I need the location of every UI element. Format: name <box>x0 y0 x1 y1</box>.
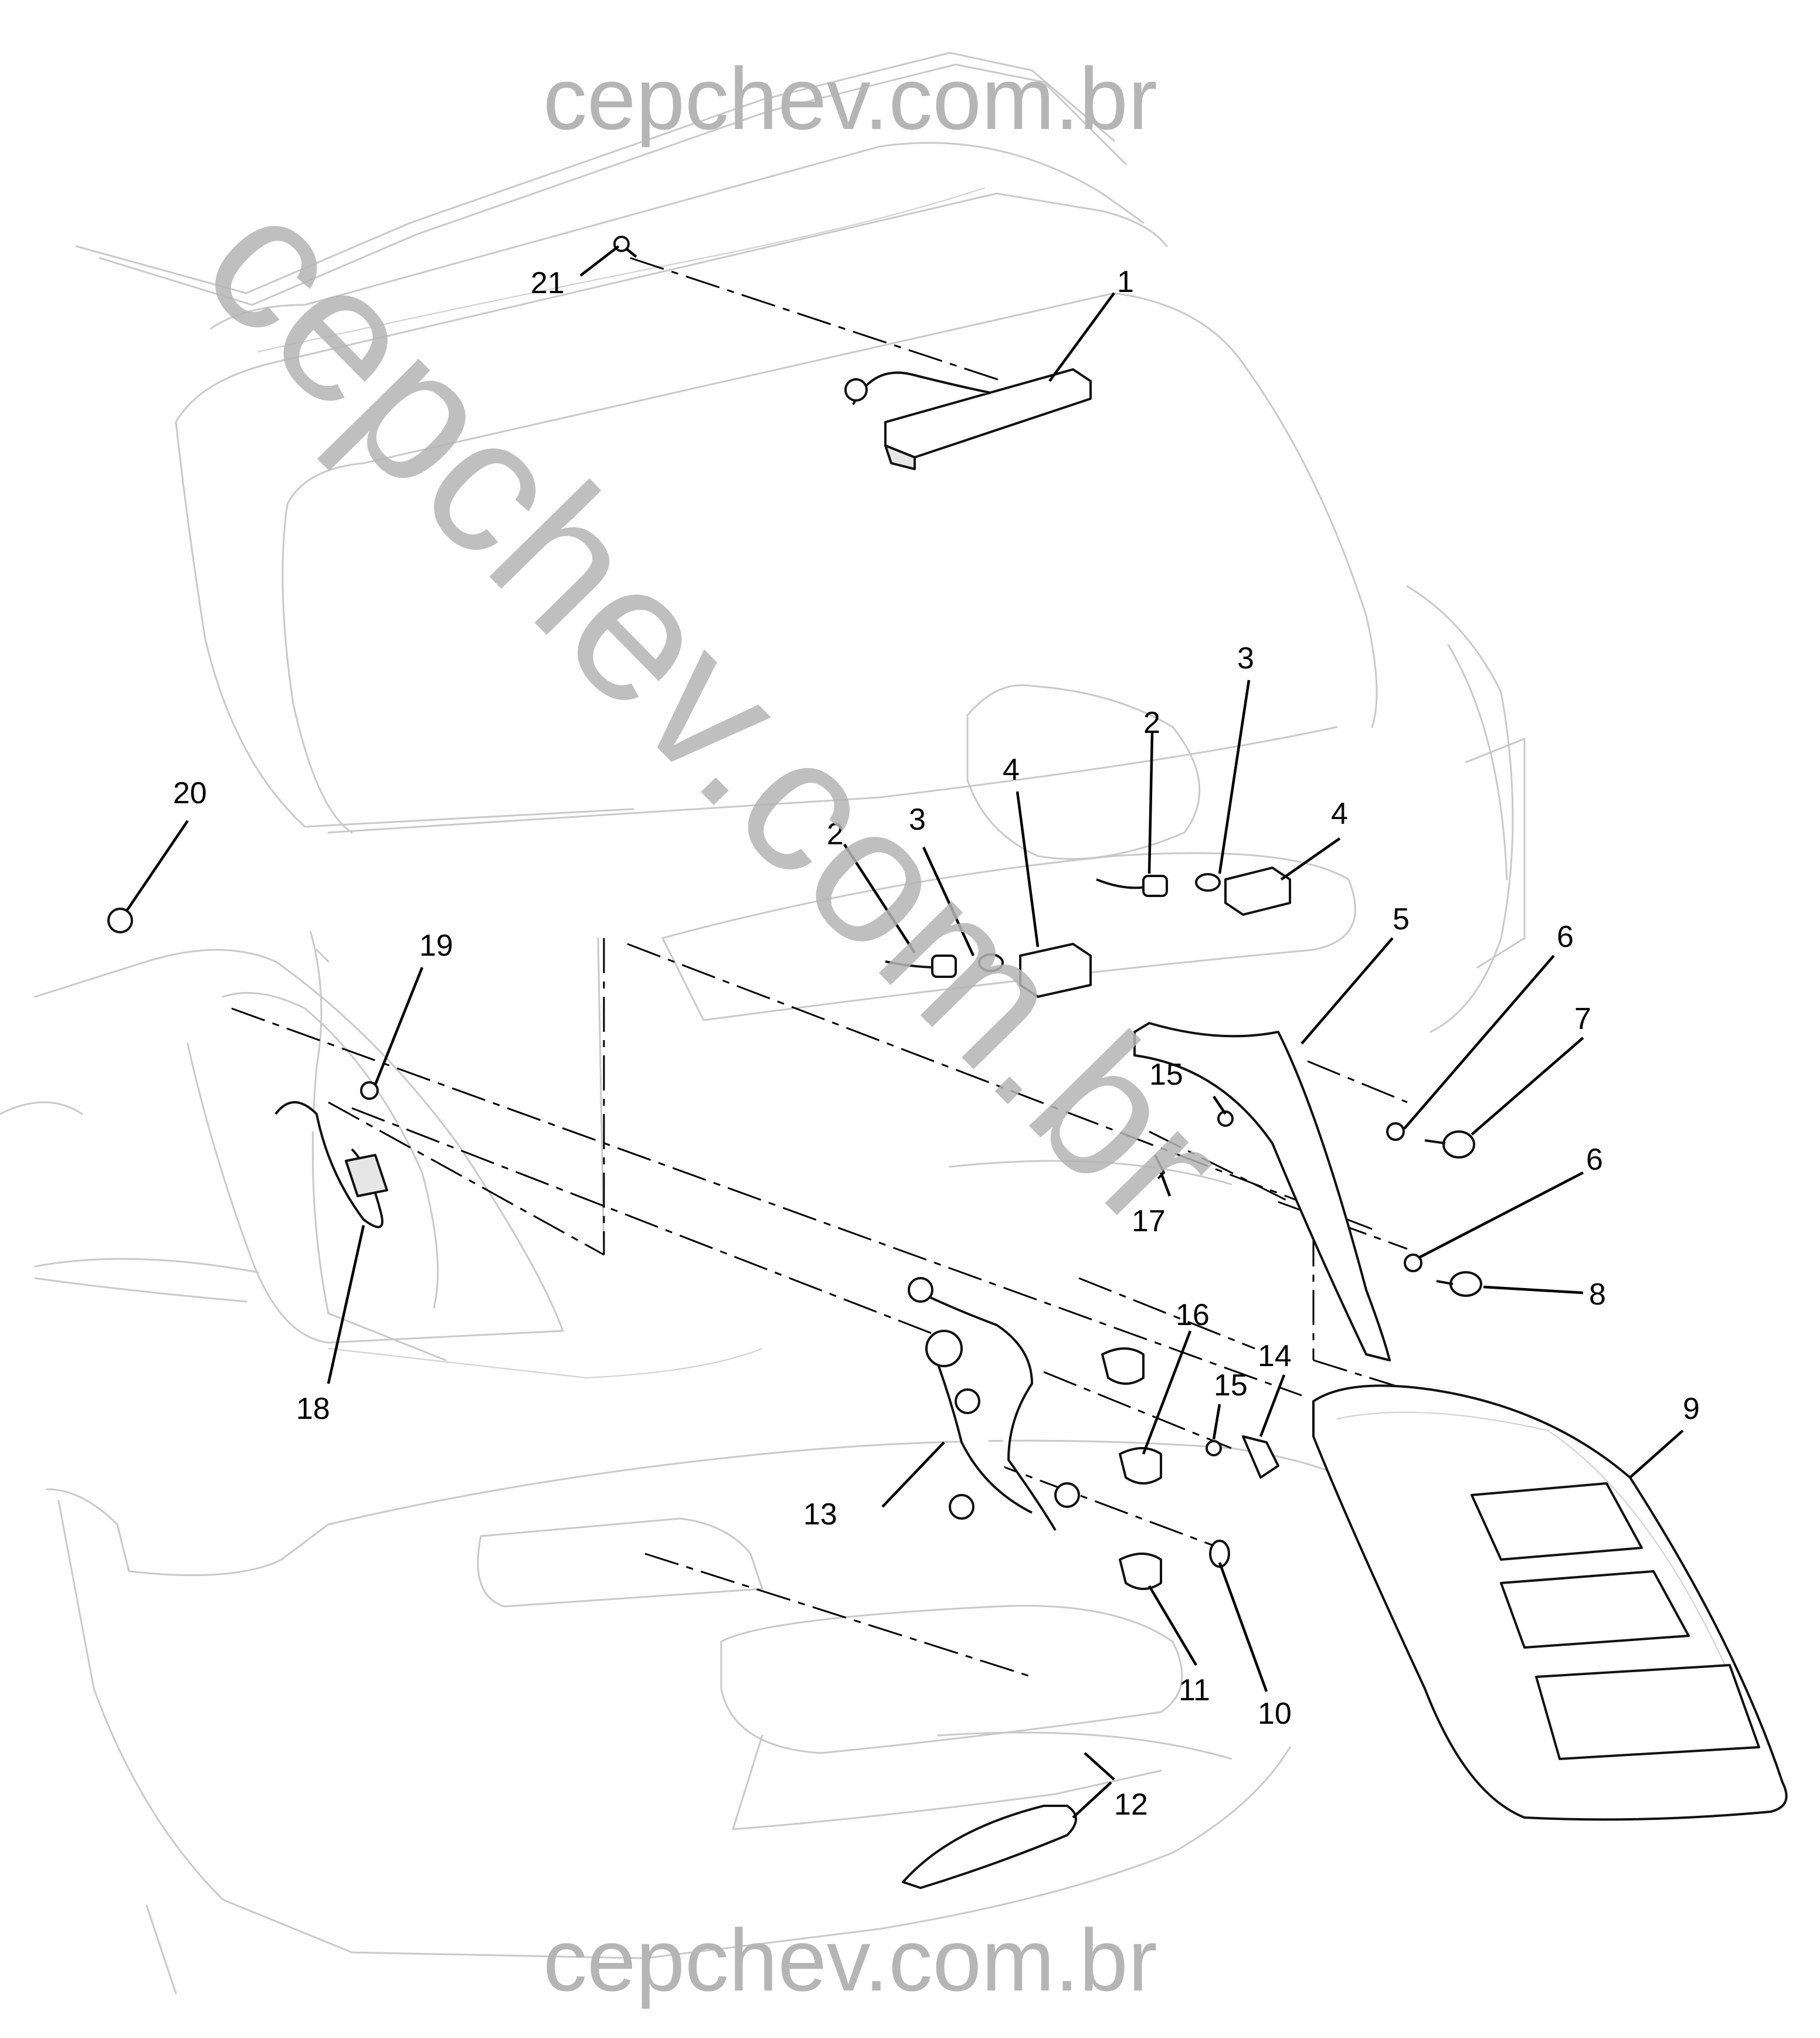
callout-18: 18 <box>296 1392 330 1426</box>
callout-3: 3 <box>909 803 926 837</box>
callout-5: 5 <box>1393 902 1410 936</box>
callout-14: 14 <box>1258 1339 1292 1373</box>
wiring-harness <box>908 1277 1080 1531</box>
callout-4: 4 <box>1331 797 1348 831</box>
callout-6: 6 <box>1557 920 1574 954</box>
callout-8: 8 <box>1589 1278 1606 1312</box>
callout-9: 9 <box>1683 1392 1700 1426</box>
callout-21: 21 <box>531 266 565 300</box>
callout-20: 20 <box>173 776 207 810</box>
watermark-top: cepchev.com.br <box>543 49 1157 148</box>
callout-1: 1 <box>1117 265 1134 299</box>
callout-16: 16 <box>1176 1298 1210 1332</box>
left-side-parts <box>107 908 388 1228</box>
callout-4: 4 <box>1003 753 1020 787</box>
tail-lamp-trim-panel <box>1133 1022 1391 1361</box>
callout-15: 15 <box>1214 1368 1248 1402</box>
watermark-diagonal: cepchev.com.br <box>164 152 1266 1269</box>
callout-13: 13 <box>803 1497 837 1531</box>
leader-lines <box>125 245 1684 1819</box>
callout-15: 15 <box>1149 1058 1183 1092</box>
callout-labels: 1 21 2 3 4 2 3 4 5 6 7 6 8 9 15 17 16 15… <box>173 265 1700 1822</box>
bulbs-and-sockets <box>1101 1154 1279 1590</box>
license-lamp-right-set <box>1096 867 1291 916</box>
license-lamp-left-set <box>885 943 1092 998</box>
high-mount-stop-lamp <box>844 368 1092 470</box>
callout-2: 2 <box>827 817 844 851</box>
rear-reflector <box>902 1805 1077 1889</box>
callout-7: 7 <box>1574 1002 1591 1036</box>
callout-19: 19 <box>419 929 453 963</box>
tail-lamp-assembly <box>1312 1384 1788 1821</box>
callout-10: 10 <box>1258 1697 1292 1731</box>
callout-12: 12 <box>1114 1788 1148 1822</box>
callout-11: 11 <box>1179 1673 1210 1707</box>
watermark-bottom: cepchev.com.br <box>543 1911 1157 2009</box>
callout-2: 2 <box>1143 706 1160 740</box>
callout-3: 3 <box>1237 641 1254 675</box>
callout-6: 6 <box>1586 1143 1603 1177</box>
fasteners-right <box>1217 1110 1482 1297</box>
callout-17: 17 <box>1132 1204 1166 1238</box>
